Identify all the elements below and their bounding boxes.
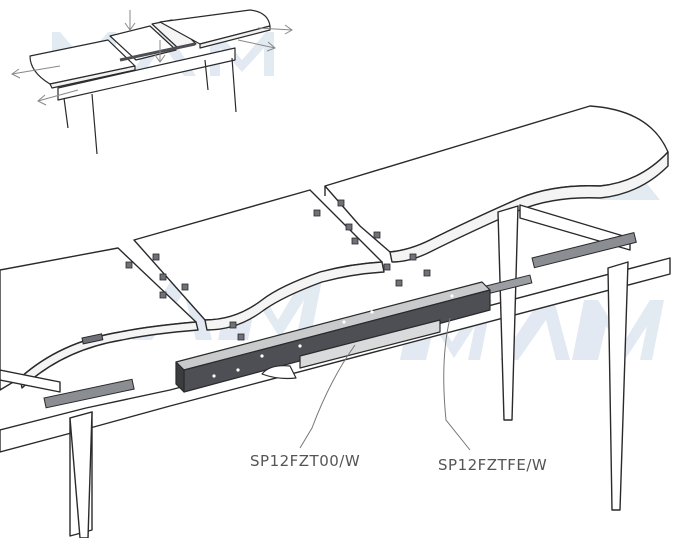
leader-left xyxy=(299,344,356,449)
label-sp12fzt00w: SP12FZT00/W xyxy=(250,452,361,470)
right-tabletop xyxy=(324,105,669,263)
thumb-right-top-edge xyxy=(199,25,271,49)
mechanism-latch xyxy=(261,365,297,380)
bracket-right xyxy=(531,231,637,269)
thumb-rail xyxy=(119,42,196,62)
middle-leaf xyxy=(133,189,385,331)
right-leg-front xyxy=(607,261,629,511)
bracket-left xyxy=(43,378,135,409)
mechanism-end-left xyxy=(175,361,185,393)
left-end-apron xyxy=(0,369,61,393)
right-leg-back xyxy=(497,205,519,421)
alignment-pegs xyxy=(125,199,431,341)
middle-leaf-edge xyxy=(204,261,385,331)
callout-leaders xyxy=(299,317,471,451)
expand-arrow-icon xyxy=(11,65,61,79)
right-end-apron xyxy=(519,204,631,251)
expand-arrow-icon xyxy=(37,89,79,106)
hardware-brackets xyxy=(43,231,637,409)
mechanism-slider xyxy=(299,319,441,369)
thumb-leg-3 xyxy=(204,59,209,91)
right-tabletop-edge xyxy=(389,151,669,263)
thumb-leg-1 xyxy=(63,97,69,129)
thumbnail-arrows xyxy=(11,10,293,106)
extension-mechanism xyxy=(175,281,491,393)
thumb-leg-4 xyxy=(231,57,237,113)
mechanism-holes xyxy=(212,294,454,378)
insert-arrow-icon xyxy=(154,40,166,63)
expand-arrow-icon xyxy=(257,24,293,35)
thumb-leg-2 xyxy=(91,93,98,155)
label-sp12fztfew: SP12FZTFE/W xyxy=(438,456,548,474)
thumbnail-table xyxy=(29,9,271,155)
expand-arrow-icon xyxy=(237,39,276,52)
insert-arrow-icon xyxy=(124,10,136,31)
leader-right xyxy=(443,317,471,451)
clip-left xyxy=(81,333,104,345)
